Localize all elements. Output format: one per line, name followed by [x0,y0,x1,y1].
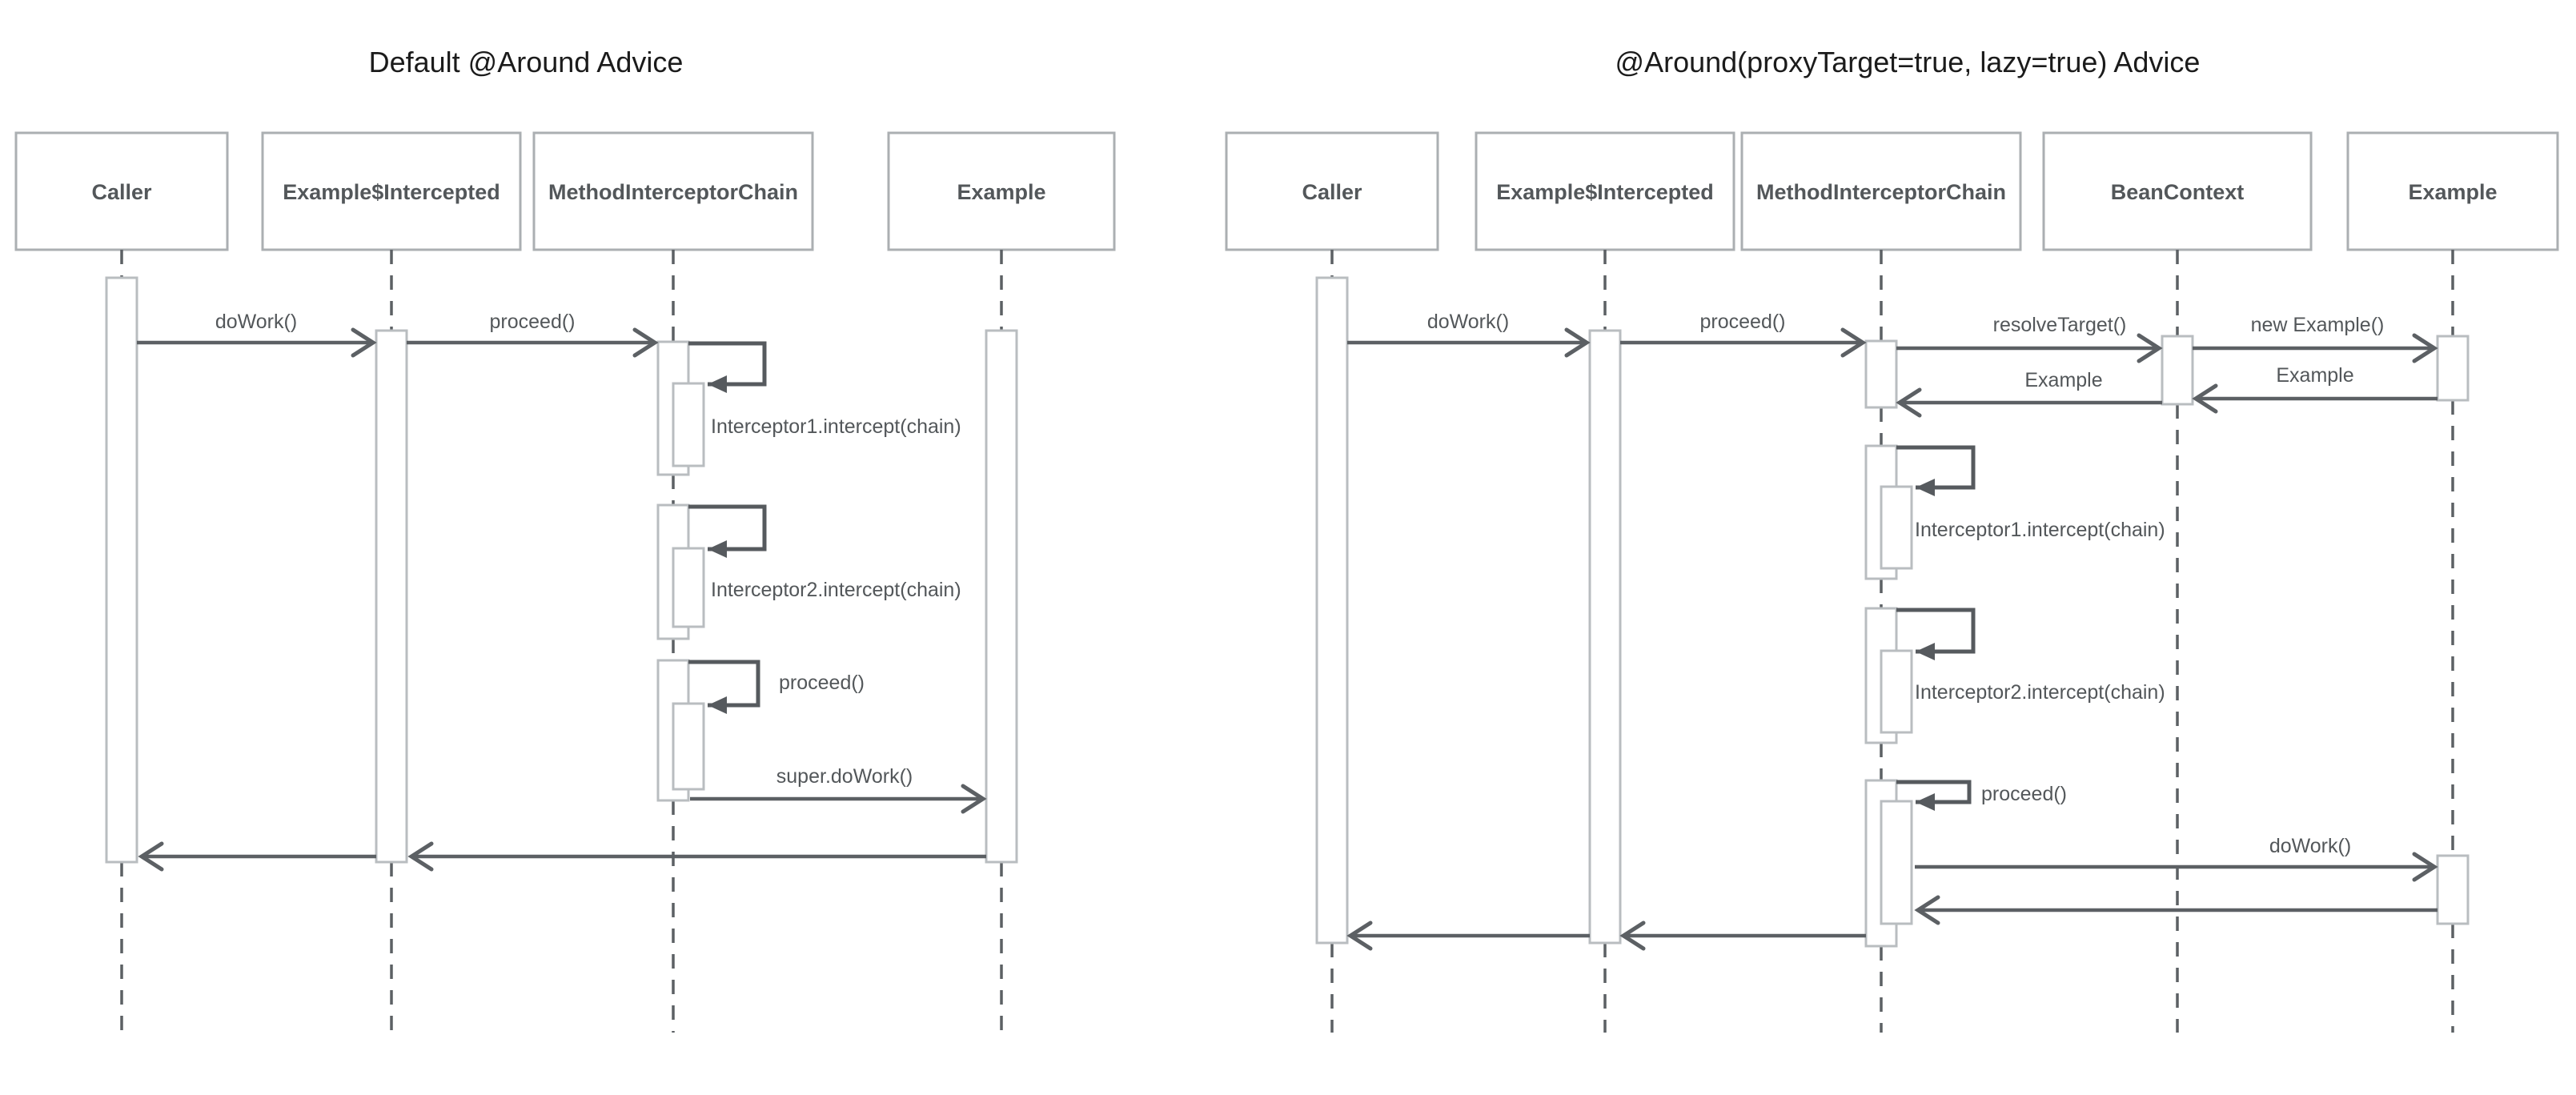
selfcall-interceptor2-arrow [1896,608,1976,660]
activation-chain-proceed-nested [672,702,705,791]
activation-chain-intercept1-nested [1880,485,1913,570]
activation-chain-intercept1-nested [672,382,705,467]
participant-box-caller [1225,131,1439,251]
participant-label-example-intercepted: Example$Intercepted [1496,180,1714,204]
participant-box-example-intercepted [261,131,522,251]
participant-label-beancontext: BeanContext [2111,180,2245,204]
message-resolvetarget-label: resolveTarget() [1993,314,2127,336]
activation-chain-intercept2-nested [1880,649,1913,734]
diagram-title: @Around(proxyTarget=true, lazy=true) Adv… [1615,46,2201,78]
activation-example-intercepted [1588,329,1622,945]
selfcall-interceptor1-arrow [688,341,767,393]
selfcall-interceptor1-label: Interceptor1.intercept(chain) [711,415,961,438]
participant-box-methodinterceptorchain [532,131,814,251]
selfcall-interceptor2-label: Interceptor2.intercept(chain) [711,579,961,601]
message-dowork-label: doWork() [1427,311,1509,333]
participant-box-methodinterceptorchain [1740,131,2022,251]
message-proceed-label: proceed() [490,311,576,333]
participant-box-example [2346,131,2559,251]
activation-beancontext [2161,335,2194,406]
message-new-example-label: new Example() [2251,314,2385,336]
activation-chain-proceed-nested [1880,800,1913,925]
participant-box-caller [14,131,229,251]
return-example-to-beancontext-label: Example [2276,364,2353,387]
activation-example [985,329,1018,864]
selfcall-proceed-label: proceed() [1981,783,2067,805]
selfcall-proceed-arrow [688,660,760,714]
diagram-default-around: Default @Around Advice Caller Example$In… [14,46,1116,1033]
selfcall-interceptor1-arrow [1896,445,1976,496]
selfcall-proceed-label: proceed() [779,672,865,694]
activation-chain-resolve [1864,339,1898,409]
activation-example-intercepted [375,329,408,864]
participant-label-methodinterceptorchain: MethodInterceptorChain [1756,180,2006,204]
message-dowork-target-label: doWork() [2269,835,2351,857]
participant-label-example: Example [2408,180,2497,204]
activation-example-dowork [2436,854,2470,925]
participant-box-example [887,131,1116,251]
participant-box-example-intercepted [1475,131,1735,251]
selfcall-interceptor2-label: Interceptor2.intercept(chain) [1915,681,2165,704]
message-proceed-label: proceed() [1700,311,1786,333]
participant-box-beancontext [2042,131,2313,251]
diagram-title: Default @Around Advice [369,46,684,78]
diagram-proxytarget-lazy: @Around(proxyTarget=true, lazy=true) Adv… [1225,46,2559,1033]
message-super-dowork-label: super.doWork() [776,765,913,788]
participant-label-caller: Caller [91,180,152,204]
selfcall-interceptor1-label: Interceptor1.intercept(chain) [1915,519,2165,541]
activation-caller [1315,276,1349,945]
participant-label-example-intercepted: Example$Intercepted [283,180,500,204]
return-beancontext-to-chain-label: Example [2024,369,2102,391]
participant-label-methodinterceptorchain: MethodInterceptorChain [548,180,798,204]
activation-caller [105,276,138,864]
selfcall-interceptor2-arrow [688,504,767,558]
activation-example-create [2436,335,2470,402]
message-dowork-label: doWork() [215,311,297,333]
selfcall-proceed-arrow [1896,780,1972,811]
participant-label-caller: Caller [1302,180,1362,204]
participant-label-example: Example [957,180,1045,204]
activation-chain-intercept2-nested [672,547,705,628]
